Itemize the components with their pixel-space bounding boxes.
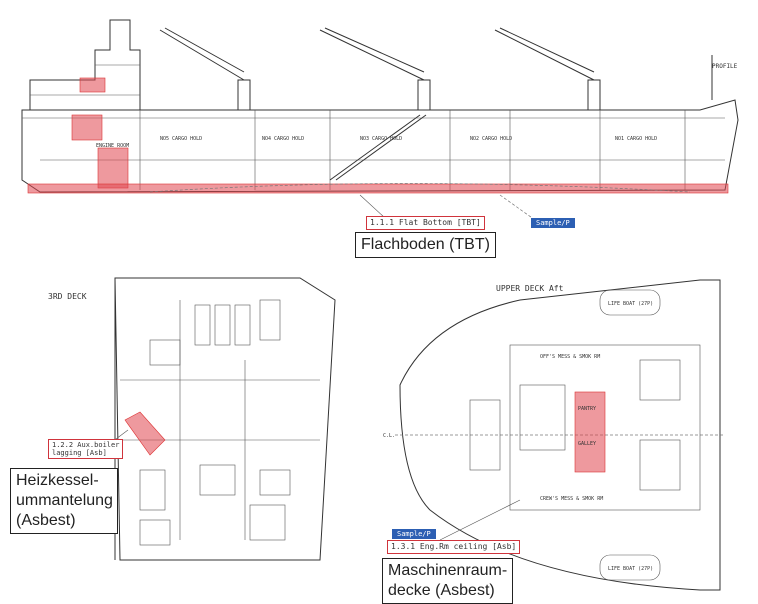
room-label: OFF'S MESS & SMOK RM [540, 354, 600, 360]
hold-label: NO4 CARGO HOLD [262, 136, 304, 142]
third-deck-title: 3RD DECK [48, 292, 87, 301]
centerline-label: C.L. [383, 433, 395, 439]
third-deck-drawing [107, 277, 336, 561]
caption-line: decke (Asbest) [388, 582, 495, 599]
sample-badge: Sample/P [392, 529, 436, 539]
flat-bottom-label: 1.1.1 Flat Bottom [TBT] [366, 216, 485, 230]
caption-line: (Asbest) [16, 512, 76, 529]
hold-label: NO2 CARGO HOLD [470, 136, 512, 142]
engine-room-label: ENGINE ROOM [96, 143, 129, 149]
caption-line: Maschinenraum- [388, 562, 508, 579]
hold-label: NO5 CARGO HOLD [160, 136, 202, 142]
ship-profile-drawing: NO5 CARGO HOLD NO4 CARGO HOLD NO3 CARGO … [21, 19, 739, 221]
room-label: LIFE BOAT (27P) [608, 301, 653, 307]
hold-label: NO3 CARGO HOLD [360, 136, 402, 142]
caption-line: ummantelung [16, 492, 113, 509]
maschinenraum-caption: Maschinenraum- decke (Asbest) [382, 558, 514, 604]
profile-title: PROFILE [712, 63, 738, 70]
flachboden-caption: Flachboden (TBT) [355, 232, 496, 258]
upper-deck-title: UPPER DECK Aft [496, 284, 564, 293]
room-label: LIFE BOAT (27P) [608, 566, 653, 572]
hold-label: NO1 CARGO HOLD [615, 136, 657, 142]
room-label: CREW'S MESS & SMOK RM [540, 496, 603, 502]
sample-badge: Sample/P [531, 218, 575, 228]
eng-rm-ceiling-label: 1.3.1 Eng.Rm ceiling [Asb] [387, 540, 521, 554]
upper-deck-drawing: LIFE BOAT (27P) OFF'S MESS & SMOK RM CRE… [383, 279, 725, 591]
room-label: PANTRY [578, 406, 596, 412]
caption-line: Heizkessel- [16, 472, 99, 489]
room-label: GALLEY [578, 441, 596, 447]
heizkessel-caption: Heizkessel- ummantelung (Asbest) [10, 468, 118, 534]
aux-boiler-label: 1.2.2 Aux.boiler lagging [Asb] [48, 439, 124, 459]
